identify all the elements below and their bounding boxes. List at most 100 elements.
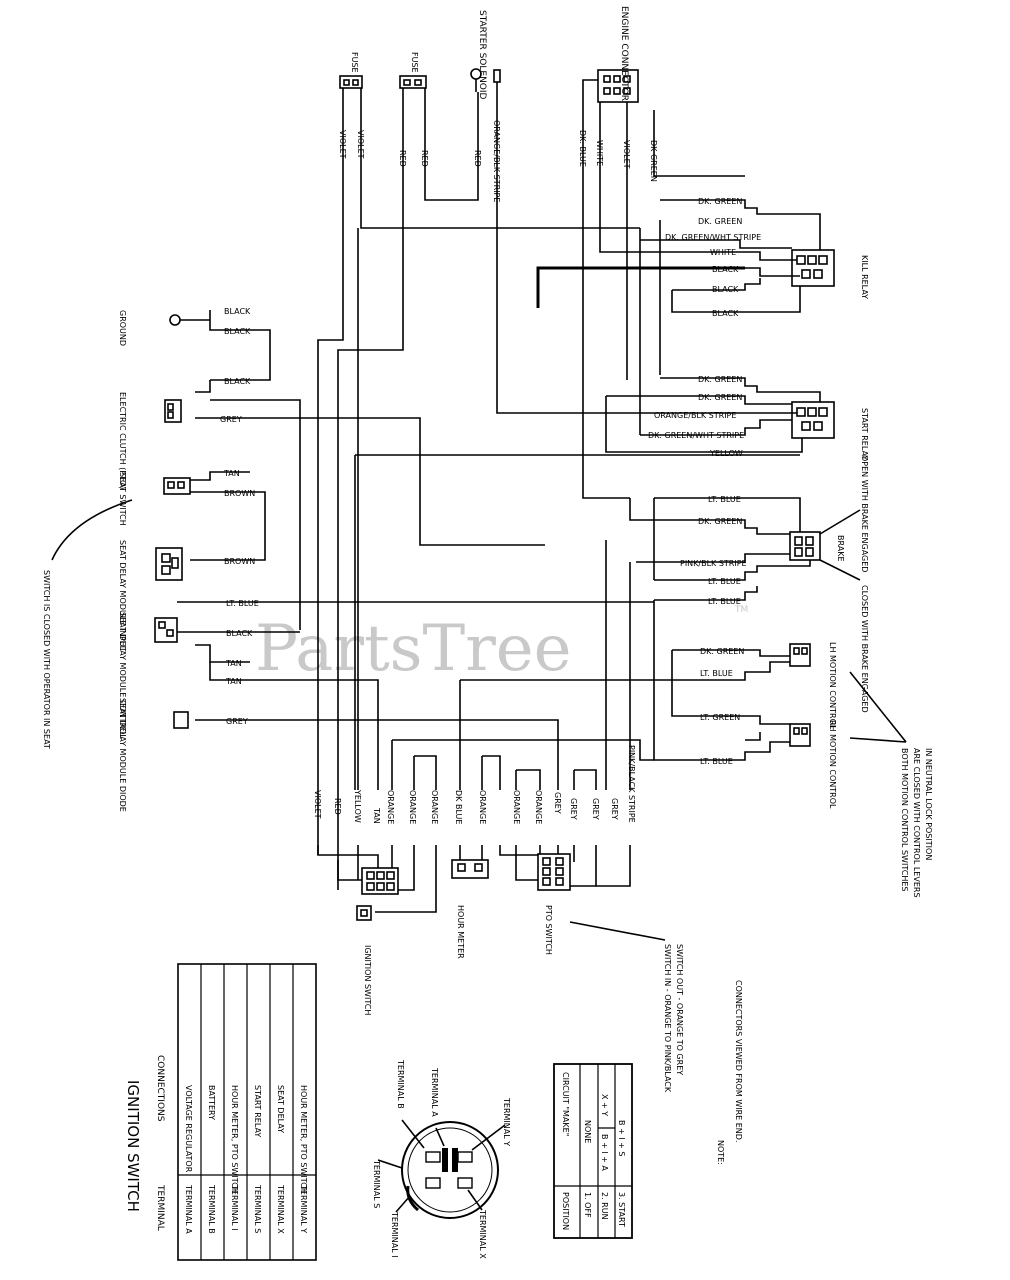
wire-left-5: BROWN: [224, 489, 255, 498]
ignition-table-header-connections: CONNECTIONS: [155, 1055, 165, 1122]
seat-delay-input-label: SEAT DELAY MODULE INPUT: [118, 540, 127, 652]
wire-bottom-3: TAN: [372, 807, 381, 824]
ign-row-3-conn: START RELAY: [253, 1085, 262, 1137]
brake-leader-1: [819, 509, 861, 535]
pos-row-1-make: B + I + A: [600, 1134, 609, 1171]
wire-right-10: DK. GREEN/WHT STRIPE: [648, 431, 744, 440]
wire-right-17: DK. GREEN: [700, 647, 744, 656]
top-wires: [317, 79, 745, 890]
fuse-1-label: FUSE: [350, 52, 359, 73]
wire-bottom-7: DK BLUE: [454, 790, 463, 824]
ign-row-0-conn: VOLTAGE REGULATOR: [184, 1085, 193, 1173]
wire-top-7: WHITE: [595, 140, 604, 166]
wire-right-15: LT. BLUE: [708, 577, 741, 586]
wire-left-11: GREY: [226, 717, 248, 726]
wire-right-18: LT. BLUE: [700, 669, 733, 678]
wire-right-11: YELLOW: [709, 449, 743, 458]
pos-row-1-pos: 2. RUN: [600, 1192, 609, 1220]
motion-note-3: IN NEUTRAL LOCK POSITION: [924, 748, 933, 860]
fuse-2: [399, 75, 427, 89]
seat-note: SWITCH IS CLOSED WITH OPERATOR IN SEAT: [42, 570, 51, 749]
seat-delay-control-label: SEAT DELAY MODULE CONTROL: [118, 612, 127, 739]
ignition-table-title: IGNITION SWITCH: [124, 1080, 142, 1212]
pto-note-2: SWITCH OUT - ORANGE TO GREY: [675, 944, 684, 1075]
starter-solenoid-label: STARTER SOLENOID: [477, 10, 487, 100]
wire-left-6: BROWN: [224, 557, 255, 566]
terminal-b-label: TERMINAL B: [396, 1059, 405, 1109]
seat-delay-diode-label: SEAT DELAY MODULE DIODE: [118, 698, 127, 812]
wire-right-0: DK. GREEN: [698, 197, 742, 206]
closed-brake-label: CLOSED WITH BRAKE ENGAGED: [860, 585, 869, 713]
terminal-s-leader: [377, 1159, 403, 1169]
note-title: NOTE:: [716, 1140, 725, 1165]
pto-switch: [537, 853, 571, 891]
wire-bottom-8: ORANGE: [478, 790, 487, 824]
ignition-label: IGNITION SWITCH: [363, 945, 372, 1015]
ground-label: GROUND: [118, 310, 127, 346]
lh-motion-control: [789, 643, 811, 667]
wire-left-9: TAN: [225, 659, 242, 668]
kill-relay-label: KILL RELAY: [860, 255, 869, 299]
wire-top-3: RED: [420, 150, 429, 167]
wire-bottom-5: ORANGE: [408, 790, 417, 824]
terminal-i-leader: [395, 1195, 411, 1213]
wire-right-14: PINK/BLK STRIPE: [680, 559, 747, 568]
wire-right-8: DK. GREEN: [698, 393, 742, 402]
ign-row-1-conn: BATTERY: [207, 1085, 216, 1120]
wire-bottom-13: GREY: [591, 798, 600, 820]
terminal-x-leader: [467, 1189, 483, 1211]
wire-right-1: DK. GREEN: [698, 217, 742, 226]
terminal-a-leader: [435, 1127, 445, 1147]
kill-relay-wires: [536, 199, 821, 435]
engine-connector-label: ENGINE CONNECTOR: [619, 6, 629, 101]
wire-bottom-11: GREY: [553, 792, 562, 814]
wire-top-4: RED: [473, 150, 482, 167]
seat-note-leader: [51, 499, 133, 561]
ignition-table: IGNITION SWITCH TERMINAL CONNECTIONS TER…: [124, 963, 317, 1261]
start-relay-wires: [605, 377, 821, 453]
wire-bottom-0: VIOLET: [313, 790, 322, 819]
terminal-b-leader: [401, 1119, 425, 1149]
middle-wires: [354, 228, 800, 790]
wire-left-10: TAN: [225, 677, 242, 686]
wire-top-1: VIOLET: [356, 130, 365, 159]
wire-bottom-15: PINK/BLACK STRIPE: [627, 745, 636, 823]
wire-right-4: BLACK: [712, 265, 739, 274]
wire-top-0: VIOLET: [338, 130, 347, 159]
wire-bottom-14: GREY: [610, 798, 619, 820]
brake-wires: [629, 497, 811, 601]
wire-right-20: LT. BLUE: [700, 757, 733, 766]
wire-right-9: ORANGE/BLK STRIPE: [654, 411, 736, 420]
lower-wires: [317, 845, 631, 913]
wire-top-6: DK. BLUE: [578, 130, 587, 167]
brake-leader-2: [819, 559, 861, 581]
wire-bottom-9: ORANGE: [512, 790, 521, 824]
seat-switch-label: SEAT SWITCH: [118, 472, 127, 526]
pto-leader: [569, 921, 666, 941]
seat-delay-diode: [173, 711, 189, 729]
wire-right-16: LT. BLUE: [708, 597, 741, 606]
motion-leader-2: [849, 737, 907, 743]
pos-row-2-pos: 3. START: [617, 1192, 626, 1227]
motion-leader-1: [849, 671, 907, 743]
fuse-1: [339, 75, 363, 89]
ign-row-0-term: TERMINAL A: [184, 1184, 193, 1234]
wire-right-12: LT. BLUE: [708, 495, 741, 504]
wire-left-4: TAN: [223, 469, 240, 478]
wire-right-6: BLACK: [712, 309, 739, 318]
wire-right-3: WHITE: [710, 248, 736, 257]
pos-row-0-pos: 1. OFF: [583, 1192, 592, 1218]
wire-left-0b: BLACK: [224, 307, 251, 316]
wire-right-5: BLACK: [712, 285, 739, 294]
terminal-i-label: TERMINAL I: [390, 1211, 399, 1258]
hour-meter: [451, 859, 489, 879]
wire-right-7: DK. GREEN: [698, 375, 742, 384]
start-relay: [791, 401, 835, 439]
pos-row-0-make: NONE: [583, 1120, 592, 1143]
ignition-table-header-terminal: TERMINAL: [155, 1184, 165, 1231]
watermark-tm: TM: [734, 605, 748, 615]
ignition-switch-connector: [356, 867, 399, 921]
starter-solenoid: [470, 68, 501, 92]
rh-motion-control: [789, 723, 811, 747]
